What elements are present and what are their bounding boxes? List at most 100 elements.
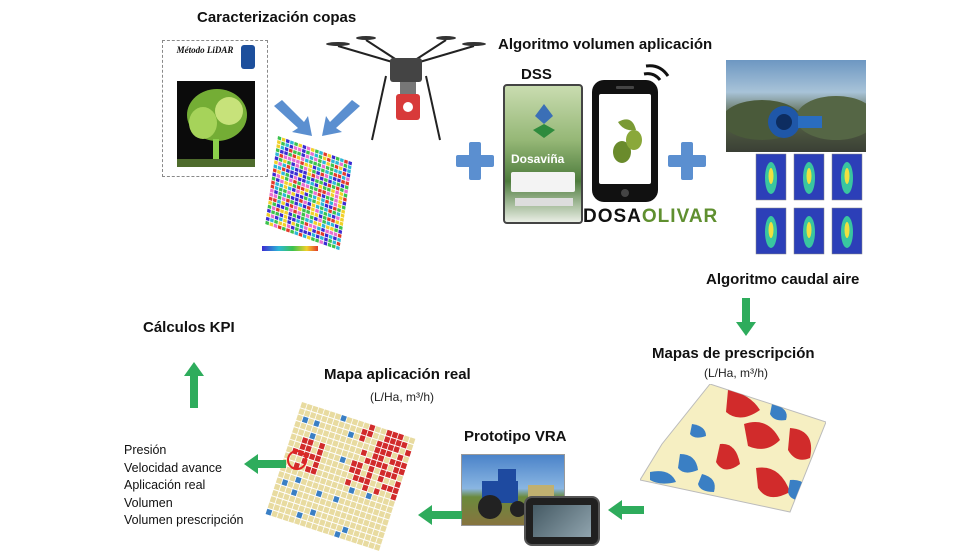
real-map-cell <box>336 524 343 532</box>
lidar-cell <box>320 172 325 177</box>
lidar-cell <box>311 173 316 178</box>
lidar-cell <box>310 181 315 186</box>
real-map-cell <box>279 506 286 514</box>
real-map-cell <box>313 420 320 428</box>
lidar-cell <box>311 236 315 242</box>
lidar-cell <box>319 210 324 215</box>
logo-dosa: DOSA <box>583 206 642 227</box>
lidar-cell <box>270 214 275 219</box>
real-map-cell <box>383 456 391 464</box>
lidar-cell <box>300 220 305 225</box>
real-map-cell <box>307 418 315 426</box>
real-map-cell <box>345 513 353 521</box>
lidar-cell <box>327 242 332 248</box>
lidar-cell <box>335 156 340 162</box>
lidar-cell <box>310 211 315 216</box>
lidar-cell <box>306 209 311 215</box>
lidar-cell <box>285 138 290 144</box>
algoritmo-volumen-title: Algoritmo volumen aplicación <box>498 36 713 53</box>
real-map-cell <box>296 414 303 422</box>
lidar-cell <box>334 228 338 233</box>
real-map-cell <box>363 422 370 430</box>
real-map-cell <box>334 489 342 497</box>
lidar-cell <box>291 187 296 193</box>
lidar-cell <box>265 220 270 226</box>
real-map-cell <box>269 496 277 504</box>
lidar-cell <box>278 187 283 192</box>
real-map-cell <box>305 424 313 432</box>
lidar-cell <box>316 226 321 231</box>
real-map-cell <box>319 477 327 485</box>
real-map-cell <box>323 506 330 514</box>
real-map-cell <box>377 475 384 483</box>
real-map-cell <box>349 424 357 432</box>
lidar-cell <box>297 181 302 186</box>
lidar-cell <box>315 238 320 243</box>
real-map-cell <box>332 495 340 503</box>
real-map-cell <box>389 458 396 466</box>
real-map-cell <box>335 448 343 456</box>
lidar-cell <box>329 167 334 172</box>
real-map-cell <box>331 481 338 489</box>
real-map-cell <box>396 454 404 462</box>
lidar-cell <box>295 222 300 228</box>
real-map-cell <box>310 447 318 455</box>
lidar-cell <box>273 193 278 199</box>
real-map-cell <box>372 529 380 537</box>
heatmap-core <box>844 222 850 238</box>
real-map-cell <box>327 452 335 460</box>
real-map-cell <box>400 441 408 449</box>
real-map-cell <box>391 452 398 460</box>
real-map-cell <box>370 515 378 523</box>
real-map-cell <box>285 487 292 495</box>
lidar-cell <box>334 194 339 199</box>
lidar-cell <box>312 199 316 204</box>
lidar-cell <box>282 222 287 228</box>
real-map-cell <box>322 527 330 535</box>
lidar-cell <box>315 234 320 239</box>
real-map-cell <box>345 416 353 424</box>
lidar-cell <box>299 164 304 170</box>
real-map-cell <box>351 536 358 544</box>
real-map-cell <box>379 448 387 456</box>
real-map-cell <box>336 427 343 435</box>
lidar-cell <box>315 208 319 214</box>
lidar-cell <box>279 153 284 159</box>
real-map-cell <box>367 465 375 473</box>
real-map-cell <box>294 517 301 525</box>
lidar-cell <box>319 206 324 211</box>
lidar-cell <box>328 179 332 184</box>
real-map-cell <box>358 476 365 484</box>
real-map-cell <box>304 486 312 494</box>
lidar-cell <box>278 191 283 196</box>
lidar-cell <box>299 194 304 200</box>
real-map-cell <box>349 501 357 509</box>
real-map-cell <box>313 496 321 504</box>
lidar-cell <box>326 157 331 163</box>
lidar-cell <box>298 173 303 178</box>
lidar-cell <box>309 155 314 161</box>
real-map-cell <box>310 467 318 475</box>
monitor-screen <box>533 505 591 537</box>
lidar-cell <box>292 153 297 159</box>
real-map-cell <box>314 475 321 483</box>
lidar-cell <box>336 211 341 217</box>
real-map-cell <box>383 477 390 485</box>
lidar-cell <box>334 224 339 229</box>
real-map-cell <box>378 490 386 497</box>
real-map-cell <box>306 480 314 488</box>
real-map-cell <box>326 514 334 522</box>
real-map-cell <box>347 528 355 536</box>
dosavina-tablet: Dosaviña <box>503 84 583 224</box>
real-map-cell <box>303 507 311 515</box>
real-map-cell <box>287 481 294 488</box>
lidar-cell <box>309 219 314 224</box>
real-map-cell <box>338 497 346 505</box>
lidar-cell <box>272 168 277 173</box>
real-map-cell <box>273 483 281 491</box>
lidar-cell <box>270 184 275 189</box>
lidar-cell <box>322 185 327 191</box>
real-map-cell <box>368 521 376 529</box>
real-map-cell <box>367 506 374 514</box>
real-map-cell <box>384 512 391 520</box>
